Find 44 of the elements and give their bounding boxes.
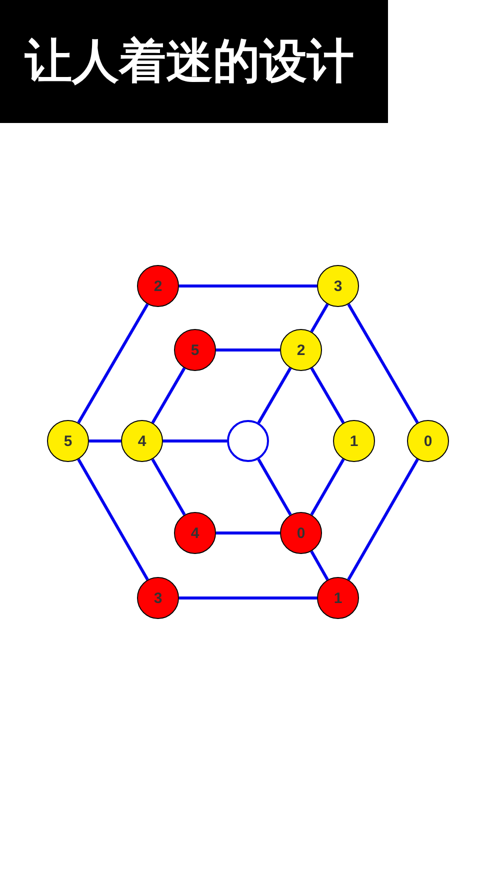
circle-node	[333, 420, 375, 462]
connector-line	[179, 284, 317, 288]
node-number: 1	[334, 590, 342, 606]
connector-line	[151, 367, 186, 424]
connector-line	[310, 550, 329, 580]
connector-line	[77, 303, 149, 424]
connector-line	[77, 458, 149, 581]
connector-line	[347, 458, 419, 581]
circle-node	[317, 265, 359, 307]
node-number: 3	[334, 278, 342, 294]
connector-line	[310, 367, 345, 424]
node-number: 5	[190, 342, 200, 358]
node-number: 1	[350, 434, 358, 448]
circle-node	[317, 577, 359, 619]
node-number: 3	[154, 590, 162, 606]
circle-node	[47, 420, 89, 462]
connector-line	[89, 440, 121, 442]
node-number: 0	[424, 434, 432, 448]
connector-line	[163, 440, 227, 442]
circle-node	[280, 329, 322, 371]
connector-line	[310, 458, 345, 516]
connector-line	[179, 596, 317, 600]
title-text: 让人着迷的设计	[25, 38, 354, 85]
circle-node	[174, 512, 216, 554]
node-number: 0	[296, 526, 306, 540]
circle-node	[280, 512, 322, 554]
circle-node	[407, 420, 449, 462]
connector-line	[310, 303, 329, 333]
circle-node	[121, 420, 163, 462]
node-number: 4	[190, 526, 200, 540]
empty-circle-node	[227, 420, 269, 462]
connector-line	[216, 348, 280, 352]
circle-node	[137, 577, 179, 619]
connector-line	[216, 532, 280, 534]
node-number: 4	[138, 434, 146, 448]
node-number: 5	[64, 434, 72, 448]
circle-node	[137, 265, 179, 307]
circle-node	[174, 329, 216, 371]
connector-line	[257, 367, 292, 424]
node-number: 2	[154, 278, 162, 294]
connector-line	[347, 303, 419, 424]
connector-line	[257, 458, 292, 516]
connector-line	[151, 458, 186, 516]
node-number: 2	[296, 342, 306, 358]
